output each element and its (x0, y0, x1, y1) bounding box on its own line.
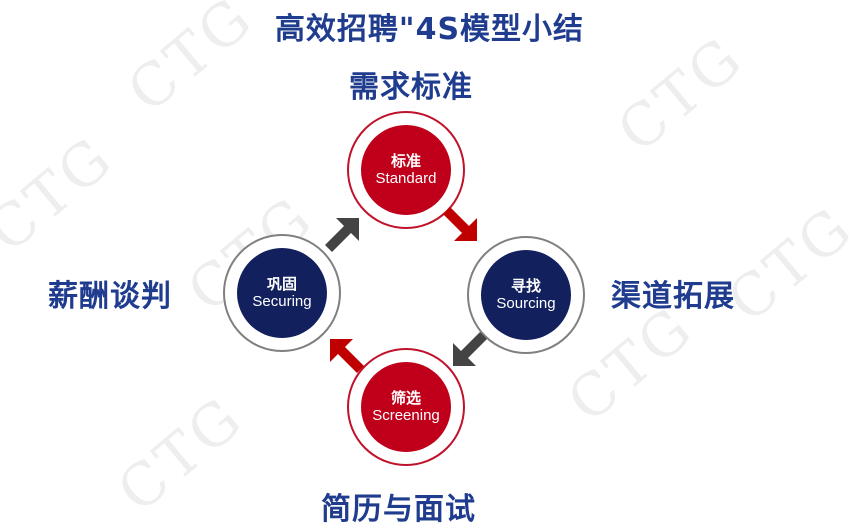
stage-standard-en: Standard (375, 170, 437, 187)
stage-screening-disc: 筛选 Screening (361, 362, 451, 452)
stage-securing-disc: 巩固 Securing (237, 248, 327, 338)
stage-screening-cn: 筛选 (390, 389, 421, 407)
stage-standard-cn: 标准 (390, 152, 421, 170)
stage-sourcing-cn: 寻找 (510, 277, 541, 295)
stage-standard: 标准 Standard (347, 111, 465, 229)
stage-sourcing: 寻找 Sourcing (467, 236, 585, 354)
label-bottom-resume-interview: 简历与面试 (321, 492, 476, 527)
stage-screening: 筛选 Screening (347, 348, 465, 466)
stage-sourcing-en: Sourcing (496, 295, 556, 312)
arrow-down-left-icon (453, 332, 487, 366)
stage-securing-en: Securing (252, 293, 312, 310)
stage-securing-cn: 巩固 (266, 275, 297, 293)
watermark: CTG (714, 192, 859, 336)
watermark: CTG (104, 382, 257, 526)
label-left-salary-negotiation: 薪酬谈判 (48, 279, 172, 314)
stage-securing: 巩固 Securing (223, 234, 341, 352)
page-title: 高效招聘"4S模型小结 (274, 12, 585, 47)
stage-sourcing-disc: 寻找 Sourcing (481, 250, 571, 340)
watermark: CTG (0, 122, 127, 266)
stage-standard-disc: 标准 Standard (361, 125, 451, 215)
label-right-channel-expansion: 渠道拓展 (611, 279, 735, 314)
label-top-demand-standard: 需求标准 (349, 70, 473, 105)
arrow-up-left-icon (330, 339, 364, 373)
arrow-down-right-icon (443, 207, 477, 241)
arrow-up-right-icon (325, 218, 359, 252)
stage-screening-en: Screening (372, 407, 440, 424)
